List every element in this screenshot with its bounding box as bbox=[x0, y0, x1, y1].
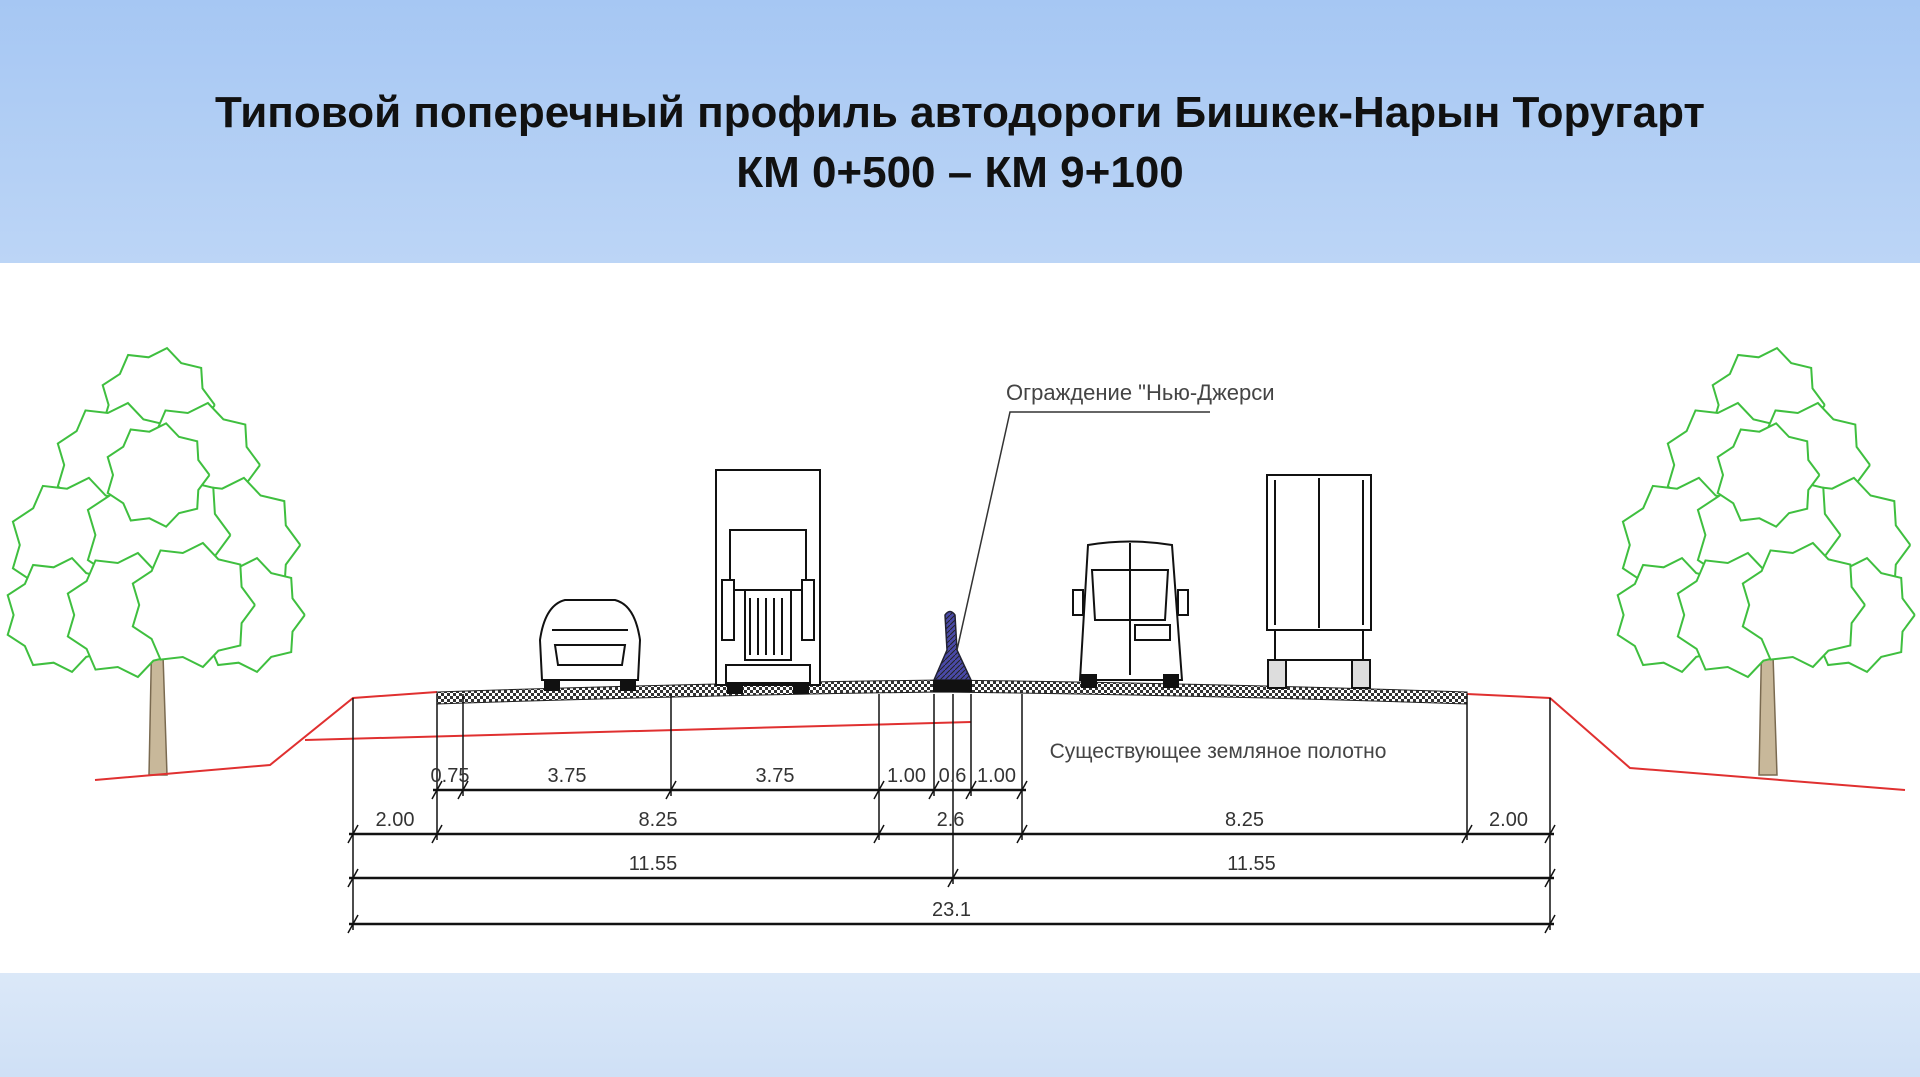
subgrade-label: Существующее земляное полотно bbox=[1050, 740, 1387, 763]
dimension-label: 1.00 bbox=[977, 765, 1016, 787]
dimension-label: 11.55 bbox=[629, 853, 678, 875]
dimension-label: 8.25 bbox=[639, 809, 678, 831]
ground-line-left bbox=[94, 691, 438, 781]
dimension-tick bbox=[347, 868, 359, 888]
tree-foliage bbox=[1716, 422, 1821, 528]
barrier-label: Ограждение "Нью-Джерси bbox=[1006, 380, 1275, 405]
footer-band bbox=[0, 973, 1920, 1077]
dimension-tick bbox=[1544, 868, 1556, 888]
existing-subgrade-line bbox=[304, 721, 972, 741]
dimension-tick bbox=[1544, 824, 1556, 844]
box-truck-icon bbox=[1266, 474, 1372, 689]
dimension-tick bbox=[431, 824, 443, 844]
ground-line-right bbox=[1466, 693, 1906, 791]
dimension-tick bbox=[947, 868, 959, 888]
tree-foliage bbox=[106, 422, 211, 528]
dimension-label: 2.00 bbox=[376, 809, 415, 831]
tree-right-icon bbox=[1616, 346, 1916, 776]
dimension-tick bbox=[1461, 824, 1473, 844]
dimension-tick bbox=[347, 914, 359, 934]
tree-foliage bbox=[1741, 541, 1866, 669]
tree-left-icon bbox=[6, 346, 306, 776]
dimension-tick bbox=[347, 824, 359, 844]
dimension-label: 3.75 bbox=[548, 765, 587, 787]
dimension-tick bbox=[665, 780, 677, 800]
dimension-tick bbox=[928, 780, 940, 800]
dimension-label: 3.75 bbox=[756, 765, 795, 787]
dimension-label: 8.25 bbox=[1225, 809, 1264, 831]
dimension-label: 2.00 bbox=[1489, 809, 1528, 831]
dimension-tick bbox=[1016, 824, 1028, 844]
car-icon bbox=[538, 599, 642, 691]
dimension-label: 23.1 bbox=[932, 899, 971, 921]
dimension-tick bbox=[431, 780, 443, 800]
title-line-2: КМ 0+500 – КМ 9+100 bbox=[736, 148, 1184, 197]
barrier-leader-line bbox=[956, 411, 1210, 651]
dimension-label: 0.6 bbox=[939, 765, 967, 787]
dimension-tick bbox=[873, 780, 885, 800]
dimension-label: 0.75 bbox=[431, 765, 470, 787]
dimension-label: 2.6 bbox=[937, 809, 965, 831]
dimension-tick bbox=[1544, 914, 1556, 934]
dimension-label: 1.00 bbox=[887, 765, 926, 787]
truck-icon bbox=[715, 469, 821, 694]
tree-foliage bbox=[131, 541, 256, 669]
dimension-lines: 0.75 3.75 3.75 1.00 0.6 1.00 2.00 8.25 2.6 8.25 2.… bbox=[347, 694, 1556, 934]
dimension-tick bbox=[457, 780, 469, 800]
new-jersey-barrier bbox=[932, 610, 973, 692]
dimension-label: 11.55 bbox=[1227, 853, 1276, 875]
dimension-tick bbox=[873, 824, 885, 844]
dimension-tick bbox=[1016, 780, 1028, 800]
van-icon bbox=[1072, 540, 1189, 688]
dimension-tick bbox=[965, 780, 977, 800]
title-banner bbox=[0, 0, 1920, 263]
title-line-1: Типовой поперечный профиль автодороги Би… bbox=[215, 88, 1705, 137]
